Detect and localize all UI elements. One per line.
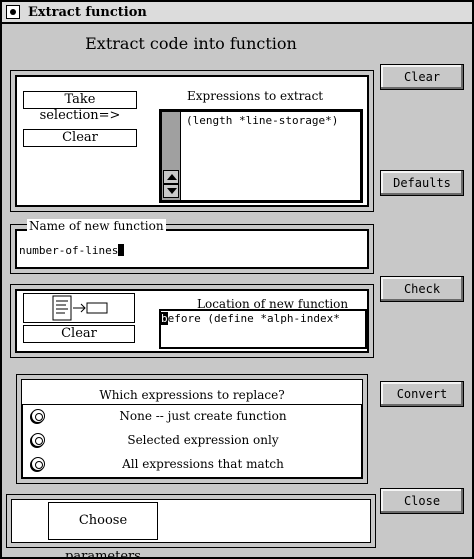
location-field[interactable]: before (define *alph-index* bbox=[159, 309, 367, 349]
parameters-panel-inner: Choose parameters bbox=[11, 499, 371, 559]
radio-selected-icon[interactable] bbox=[31, 433, 45, 447]
insert-location-icon bbox=[52, 295, 108, 321]
expressions-list[interactable]: (length *line-storage*) bbox=[159, 109, 363, 203]
location-value-wrap: before (define *alph-index* bbox=[161, 312, 340, 325]
expressions-clear-button[interactable]: Clear bbox=[23, 129, 137, 147]
expressions-panel: Take selection=> Clear Expressions to ex… bbox=[10, 70, 374, 212]
take-selection-button[interactable]: Take selection=> bbox=[23, 91, 137, 123]
parameters-panel: Choose parameters bbox=[6, 494, 376, 559]
location-value: efore (define *alph-index* bbox=[167, 312, 340, 325]
check-button[interactable]: Check bbox=[380, 276, 464, 302]
replace-panel: Which expressions to replace? None -- ju… bbox=[16, 374, 368, 484]
expressions-label: Expressions to extract bbox=[187, 89, 324, 103]
name-panel: Name of new function number-of-lines bbox=[10, 219, 374, 274]
replace-label: Which expressions to replace? bbox=[99, 388, 285, 402]
clear-all-button[interactable]: Clear bbox=[380, 64, 464, 90]
close-button[interactable]: Close bbox=[380, 488, 464, 514]
window-title: Extract function bbox=[28, 5, 147, 20]
function-name-value: number-of-lines bbox=[19, 244, 119, 257]
expressions-panel-inner: Take selection=> Clear Expressions to ex… bbox=[15, 75, 369, 207]
expressions-scrollbar[interactable] bbox=[162, 112, 181, 200]
radio-all-icon[interactable] bbox=[31, 457, 45, 471]
radio-selected-label: Selected expression only bbox=[127, 433, 279, 447]
function-name-field[interactable]: Name of new function number-of-lines bbox=[15, 219, 369, 269]
radio-all-matching[interactable]: All expressions that match bbox=[23, 453, 361, 477]
convert-button[interactable]: Convert bbox=[380, 381, 464, 407]
location-clear-button[interactable]: Clear bbox=[23, 325, 135, 343]
location-panel: Clear Location of new function before (d… bbox=[10, 284, 374, 358]
location-pick-button[interactable] bbox=[23, 293, 135, 323]
scroll-up-icon[interactable] bbox=[163, 170, 179, 184]
radio-none[interactable]: None -- just create function bbox=[23, 405, 361, 429]
expressions-list-item[interactable]: (length *line-storage*) bbox=[186, 114, 339, 127]
replace-options: None -- just create function Selected ex… bbox=[22, 404, 362, 478]
radio-selected-only[interactable]: Selected expression only bbox=[23, 429, 361, 453]
radio-none-icon[interactable] bbox=[31, 409, 45, 423]
text-cursor bbox=[118, 244, 125, 256]
location-label: Location of new function bbox=[197, 297, 349, 311]
scroll-down-icon[interactable] bbox=[163, 184, 179, 198]
name-label: Name of new function bbox=[27, 219, 166, 233]
location-cursor-char: b bbox=[161, 312, 168, 325]
defaults-button[interactable]: Defaults bbox=[380, 170, 464, 196]
window-menu-icon[interactable] bbox=[6, 5, 20, 19]
radio-all-label: All expressions that match bbox=[122, 457, 284, 471]
radio-none-label: None -- just create function bbox=[119, 409, 287, 423]
replace-panel-inner: Which expressions to replace? None -- ju… bbox=[21, 379, 363, 479]
function-name-value-wrap: number-of-lines bbox=[19, 244, 125, 257]
title-bar[interactable]: Extract function bbox=[2, 2, 472, 24]
page-heading: Extract code into function bbox=[85, 34, 297, 53]
location-panel-inner: Clear Location of new function before (d… bbox=[15, 289, 369, 353]
choose-parameters-button[interactable]: Choose parameters bbox=[48, 502, 158, 559]
